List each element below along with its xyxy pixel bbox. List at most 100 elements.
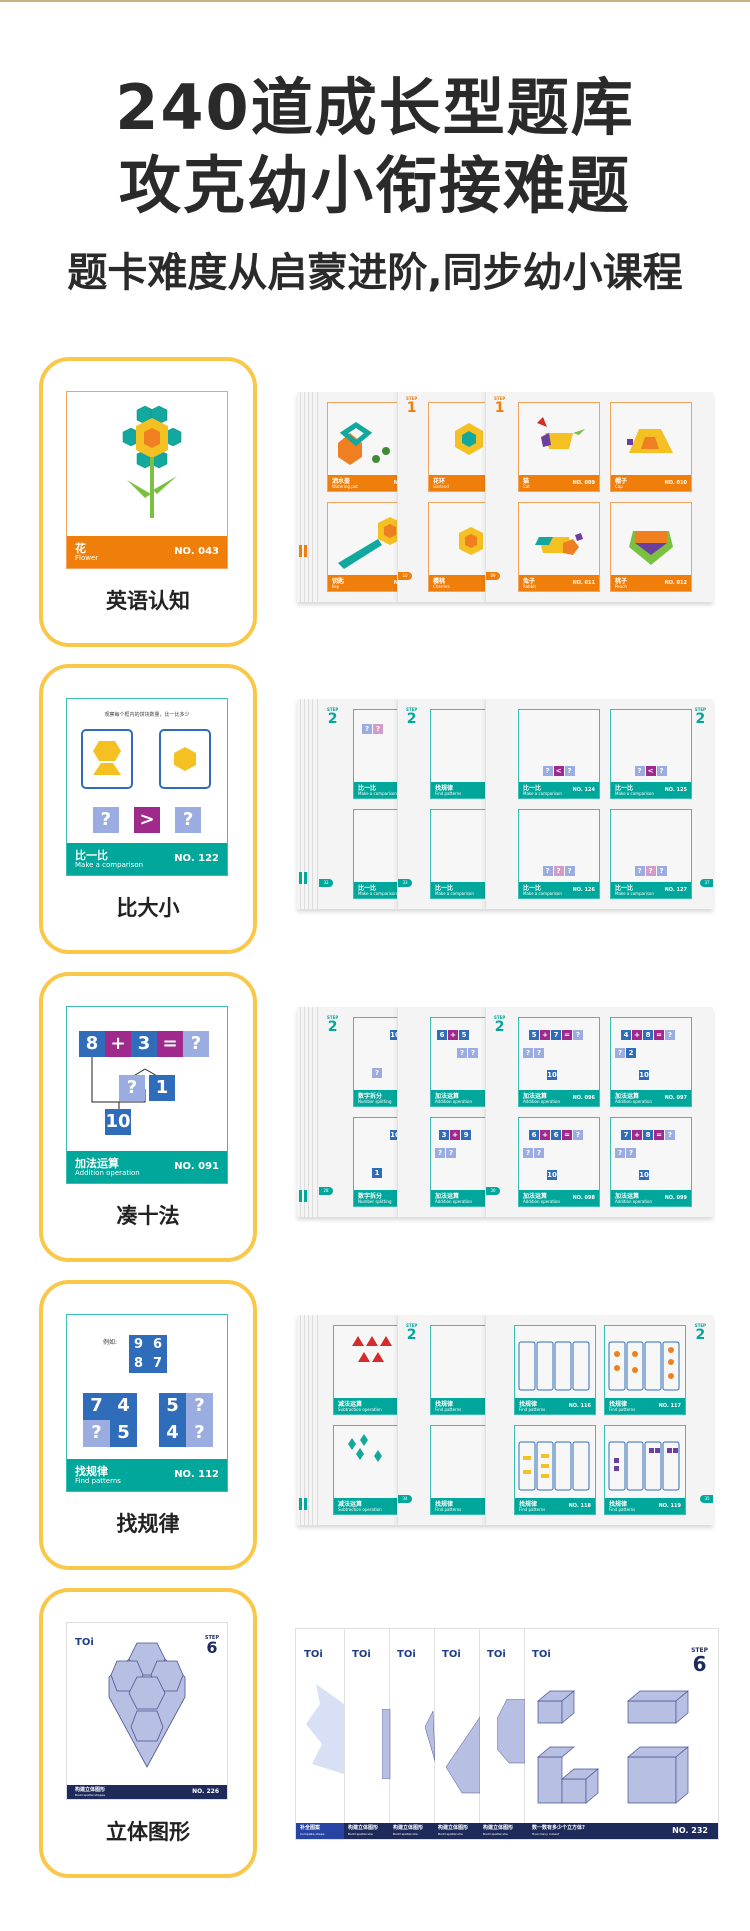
watering-pot-icon	[338, 421, 390, 465]
section-make-ten: 8+3=? ? 1 10 加法运算 Addition operation NO.…	[0, 972, 750, 1272]
page-stack	[297, 699, 318, 909]
instruction-text: 观察每个框内的饼块数量，比一比多少	[104, 712, 190, 718]
category-card: 8+3=? ? 1 10 加法运算 Addition operation NO.…	[39, 972, 257, 1262]
card-title-en: Build spatial shapes	[75, 1793, 106, 1797]
page-number: 30	[486, 1187, 500, 1195]
3d-hexagon-shape	[108, 1642, 186, 1768]
card-title-cn: 加法运算	[75, 1157, 119, 1170]
card-title-cn: 花	[75, 542, 86, 555]
page-number: 28	[319, 1187, 333, 1195]
card-title-en: Find patterns	[75, 1477, 121, 1485]
pattern-columns-icon	[518, 1341, 590, 1391]
answer-box[interactable]: ?	[119, 1075, 145, 1101]
flower-illustration	[122, 405, 182, 518]
headline-line-2: 攻克幼小衔接难题	[118, 149, 631, 222]
page-stack	[297, 1315, 318, 1525]
key-icon	[338, 517, 402, 569]
page-number: 33	[398, 879, 412, 887]
triangles-icon	[352, 1336, 392, 1362]
answer-box[interactable]: ?	[175, 807, 202, 833]
hexagon-shape	[174, 747, 196, 771]
card-footer: 加法运算 Addition operation NO. 091	[67, 1151, 227, 1183]
example-label: 例如:	[103, 1339, 118, 1346]
answer-box[interactable]: ?	[92, 807, 119, 833]
page-number: 35	[700, 1495, 713, 1503]
page-stack	[297, 1007, 318, 1217]
page-number: 10	[398, 572, 412, 580]
top-divider	[0, 0, 750, 2]
answer-box[interactable]: ?	[186, 1420, 213, 1447]
card-number: NO. 112	[174, 1469, 219, 1480]
category-label: 英语认知	[106, 589, 190, 613]
sum-box: 10	[105, 1109, 131, 1135]
cubes-illustration	[537, 1690, 689, 1804]
answer-box[interactable]: ?	[83, 1420, 110, 1447]
card-title-en: Make a comparison	[75, 861, 144, 869]
sample-card: 观察每个框内的饼块数量，比一比多少 ? > ? 比一比 Make a compa…	[66, 698, 228, 876]
pattern-grid-b: 5?4?	[159, 1393, 213, 1447]
answer-box[interactable]: ?	[183, 1031, 209, 1057]
card-number: NO. 226	[192, 1788, 219, 1795]
card-number: NO. 122	[174, 853, 219, 864]
category-card: 观察每个框内的饼块数量，比一比多少 ? > ? 比一比 Make a compa…	[39, 664, 257, 954]
headline-line-1: 240道成长型题库	[115, 71, 635, 144]
answer-box[interactable]: ?	[186, 1393, 213, 1420]
card-title-cn: 比一比	[75, 849, 108, 862]
page-tabs	[299, 1187, 309, 1202]
compare-box-right	[159, 729, 211, 789]
compare-box-left	[81, 729, 133, 789]
sample-card: 花 Flower NO. 043	[66, 391, 228, 569]
page-stack	[297, 392, 318, 602]
page-tabs	[299, 1495, 309, 1510]
split-number: 1	[149, 1075, 175, 1101]
card-title-cn: 构建立体图形	[75, 1787, 106, 1793]
card-footer: 花 Flower NO. 043	[67, 536, 227, 568]
card-title-en: Flower	[75, 554, 99, 562]
card-title-en: Addition operation	[75, 1169, 140, 1177]
card-footer: 比一比 Make a comparison NO. 122	[67, 843, 227, 875]
card-number: NO. 232	[672, 1826, 708, 1835]
card-title-cn: 找规律	[75, 1465, 108, 1478]
equation-operator: +	[105, 1031, 131, 1057]
subtitle: 题卡难度从启蒙进阶,同步幼小课程	[67, 250, 683, 296]
category-label: 比大小	[116, 896, 180, 920]
cap-icon	[627, 429, 673, 453]
garland-icon	[455, 423, 483, 455]
rabbit-icon	[535, 533, 583, 555]
